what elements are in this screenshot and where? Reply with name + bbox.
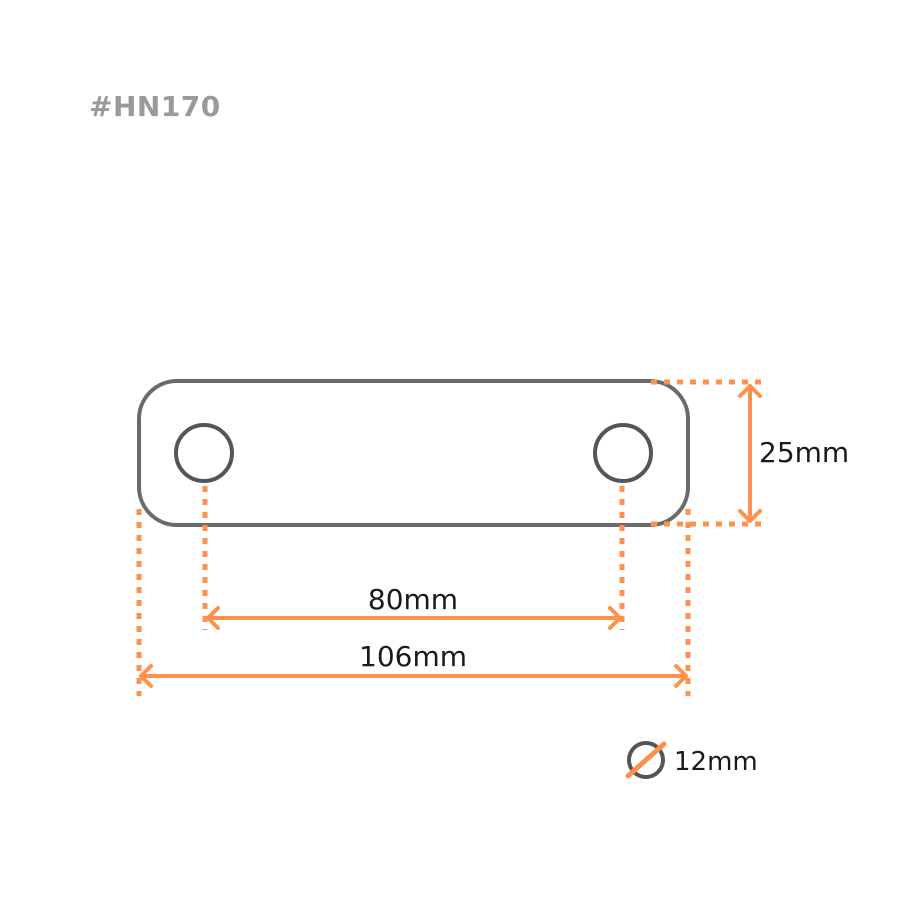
hole-diameter-label: 12mm (674, 747, 758, 777)
hole-spacing-label: 80mm (368, 583, 458, 616)
product-code: #HN170 (89, 90, 221, 123)
plate-outline (137, 379, 690, 527)
height-label: 25mm (759, 436, 849, 469)
left-hole (174, 423, 234, 483)
diameter-icon (625, 741, 667, 779)
right-hole (593, 423, 653, 483)
total-length-label: 106mm (359, 640, 467, 673)
